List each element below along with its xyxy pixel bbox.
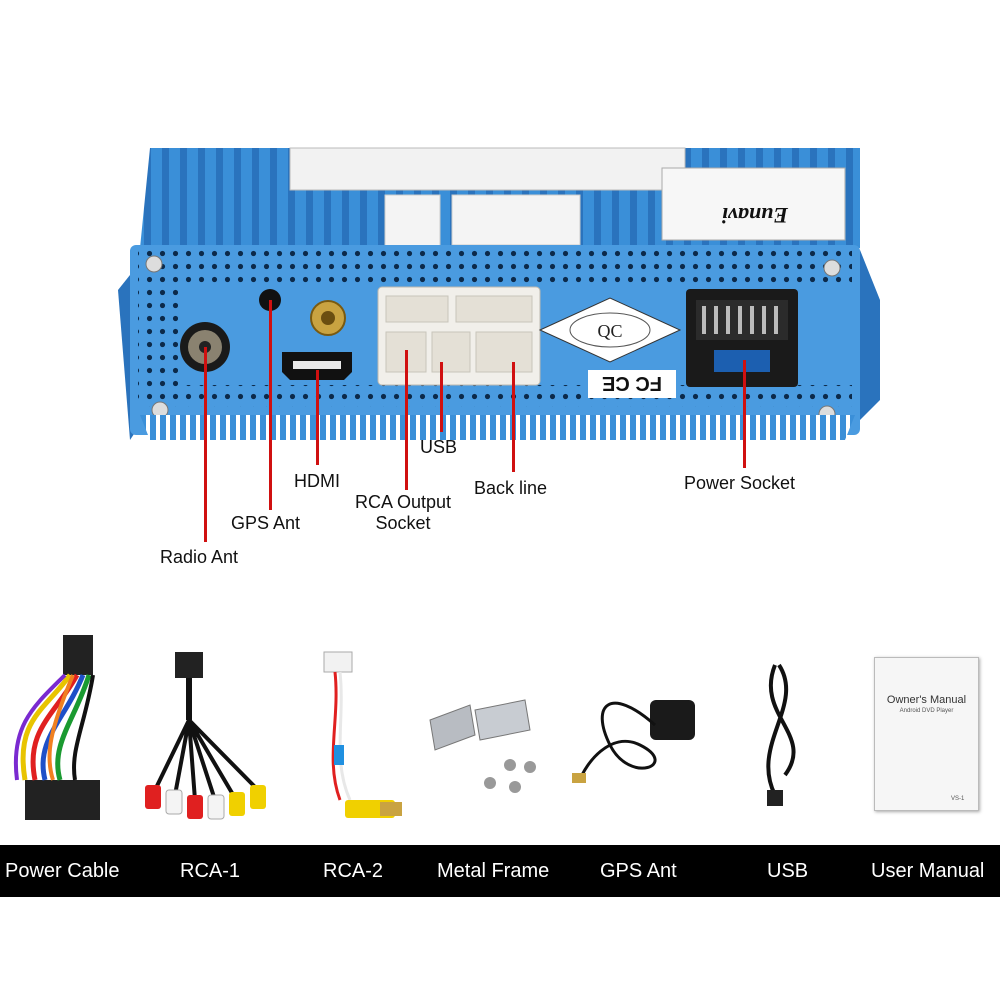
brand-label: Eunavi (721, 203, 789, 228)
head-unit-rear-panel: Eunavi QC FC CE (118, 147, 880, 440)
power-socket-label: Power Socket (684, 473, 796, 493)
qc-seal (538, 297, 682, 363)
screw-icon (504, 759, 516, 771)
rca-output-line (405, 350, 408, 490)
metal-frame-image (429, 699, 536, 793)
screw-icon (484, 777, 496, 789)
radio-ant-label: Radio Ant (160, 547, 239, 567)
accessory-label-gps-ant: GPS Ant (600, 860, 677, 882)
gps-ant-line (269, 300, 272, 510)
manual-title: Owner's Manual (886, 694, 967, 706)
power-socket-line (743, 360, 746, 468)
accessory-label-bar (0, 845, 1000, 897)
screw-icon (509, 781, 521, 793)
usb-cable-image (766, 663, 796, 806)
user-manual-image: Owner's Manual Android DVD Player VS-1 (874, 657, 979, 811)
usb-label: USB (420, 437, 458, 457)
usb-line (440, 362, 443, 432)
manual-code: VS-1 (951, 796, 965, 802)
accessory-label-rca-2: RCA-2 (323, 860, 384, 882)
screw-icon (145, 255, 163, 273)
accessory-label-rca-1: RCA-1 (180, 860, 241, 882)
hdmi-label: HDMI (294, 471, 340, 491)
rca-output-label: RCA Output Socket (355, 492, 451, 534)
screw-icon (524, 761, 536, 773)
back-line-line (512, 362, 515, 472)
power-cable-image (13, 635, 100, 820)
accessory-label-power-cable: Power Cable (5, 860, 120, 882)
accessory-label-metal-frame: Metal Frame (437, 860, 550, 882)
rca-output-label-line1: RCA Output (355, 492, 452, 512)
manual-subtitle: Android DVD Player (899, 708, 954, 714)
rca-output-label-line2: Socket (375, 513, 431, 533)
back-line-label: Back line (474, 478, 548, 498)
radio-ant-line (204, 347, 207, 542)
cert-marks: FC CE (602, 372, 662, 394)
rca-1-image (145, 652, 266, 820)
brand-sticker (661, 167, 846, 241)
screw-icon (823, 259, 841, 277)
gps-ant-image (572, 700, 695, 783)
rca-2-image (323, 651, 402, 818)
hdmi-line (316, 370, 319, 465)
qc-seal-text: QC (597, 321, 622, 341)
accessory-label-usb: USB (767, 860, 809, 882)
accessory-label-user-manual: User Manual (871, 860, 985, 882)
gps-ant-label: GPS Ant (231, 513, 301, 533)
